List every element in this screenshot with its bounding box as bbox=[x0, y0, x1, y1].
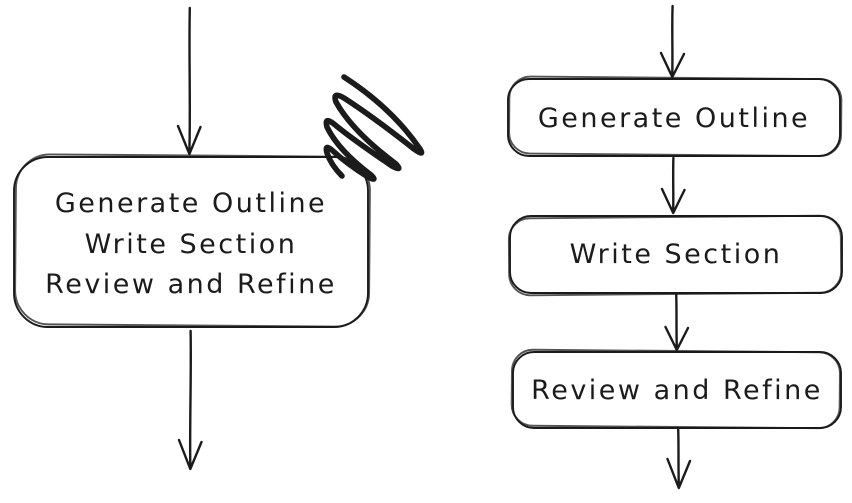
node-border-sketch bbox=[14, 153, 371, 328]
node-label: Write Section bbox=[570, 239, 783, 270]
node-label-line: Generate Outline bbox=[55, 188, 327, 219]
node-border bbox=[507, 78, 841, 157]
scribble-annotation-icon bbox=[323, 74, 425, 182]
node-background bbox=[513, 352, 841, 428]
arrow-shaft bbox=[677, 427, 680, 486]
left-arrow-out-icon bbox=[177, 329, 203, 471]
node-write-section: Write Section bbox=[507, 214, 843, 297]
right-flow-diagram: Generate Outline Write Section Rev bbox=[507, 4, 843, 490]
right-arrow-2-icon bbox=[660, 156, 686, 215]
arrow-shaft bbox=[675, 292, 678, 348]
right-arrow-4-icon bbox=[666, 427, 692, 490]
node-label: Generate Outline bbox=[538, 103, 810, 134]
arrow-head-icon bbox=[176, 124, 202, 156]
node-generate-outline: Generate Outline bbox=[507, 75, 843, 158]
arrow-head-icon bbox=[666, 457, 692, 490]
node-label-line: Review and Refine bbox=[45, 269, 337, 300]
node-review-and-refine: Review and Refine bbox=[510, 348, 842, 430]
node-background bbox=[14, 157, 368, 327]
combined-steps-node: Generate Outline Write Section Review an… bbox=[13, 153, 371, 328]
right-arrow-1-icon bbox=[659, 4, 686, 79]
node-border bbox=[512, 351, 842, 429]
node-border-sketch bbox=[510, 348, 841, 430]
node-background bbox=[508, 79, 840, 156]
left-flow-diagram: Generate Outline Write Section Review an… bbox=[13, 6, 425, 471]
arrow-head-icon bbox=[664, 325, 690, 352]
node-background bbox=[510, 216, 842, 293]
arrow-head-icon bbox=[660, 187, 686, 215]
node-label-line: Write Section bbox=[85, 229, 298, 260]
node-label: Review and Refine bbox=[531, 375, 823, 406]
node-border bbox=[13, 156, 369, 328]
arrow-shaft bbox=[188, 329, 193, 467]
node-border-sketch bbox=[508, 75, 843, 158]
right-arrow-3-icon bbox=[664, 292, 690, 352]
left-arrow-in-icon bbox=[176, 6, 202, 156]
arrow-head-icon bbox=[177, 438, 203, 471]
